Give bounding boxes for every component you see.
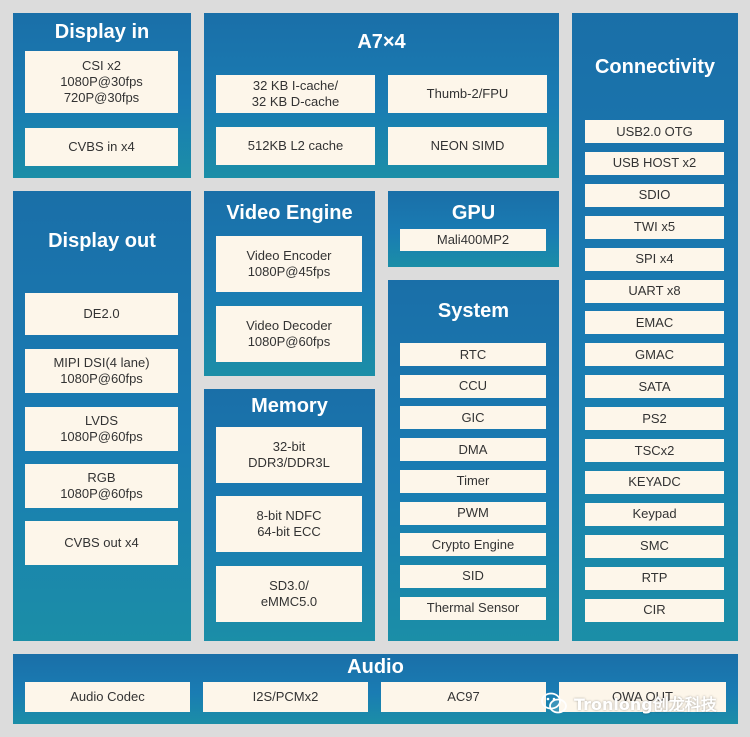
connectivity-item: USB2.0 OTG — [585, 120, 724, 143]
connectivity-item: SDIO — [585, 183, 724, 207]
gpu-title: GPU — [451, 202, 496, 224]
cpu-block: A7×4 32 KB I-cache/ 32 KB D-cache Thumb-… — [204, 13, 559, 178]
connectivity-item: TWI x5 — [585, 215, 724, 239]
connectivity-item: EMAC — [585, 311, 724, 335]
connectivity-title: Connectivity — [594, 56, 716, 78]
video-engine-title: Video Engine — [226, 202, 353, 224]
watermark-text: Tronlong创龙科技 — [574, 695, 717, 714]
memory-item: 8-bit NDFC 64-bit ECC — [216, 496, 362, 552]
audio-title: Audio — [347, 656, 404, 678]
gpu-block: GPU Mali400MP2 — [388, 191, 559, 267]
system-item: Timer — [400, 469, 546, 493]
system-title: System — [437, 300, 510, 322]
system-item: RTC — [400, 343, 546, 366]
connectivity-item: SPI x4 — [585, 247, 724, 271]
connectivity-item: CIR — [585, 598, 724, 622]
connectivity-item: PS2 — [585, 407, 724, 431]
audio-block: Audio Audio Codec I2S/PCMx2 AC97 OWA OUT — [13, 654, 738, 724]
system-item: Crypto Engine — [400, 533, 546, 557]
video-engine-item: Video Encoder 1080P@45fps — [216, 236, 362, 292]
cpu-item: 512KB L2 cache — [216, 127, 375, 165]
connectivity-item: GMAC — [585, 343, 724, 367]
display-out-block: Display out DE2.0 MIPI DSI(4 lane) 1080P… — [13, 191, 191, 641]
connectivity-item: Keypad — [585, 502, 724, 526]
connectivity-item: RTP — [585, 566, 724, 590]
connectivity-block: Connectivity USB2.0 OTG USB HOST x2 SDIO TW… — [572, 13, 738, 641]
connectivity-item: USB HOST x2 — [585, 151, 724, 175]
memory-block: Memory 32-bit DDR3/DDR3L 8-bit NDFC 64-b… — [204, 389, 375, 641]
cpu-item: 32 KB I-cache/ 32 KB D-cache — [216, 75, 375, 113]
connectivity-item: KEYADC — [585, 470, 724, 494]
connectivity-item: UART x8 — [585, 279, 724, 303]
display-in-block: Display in CSI x2 1080P@30fps 720P@30fps… — [13, 13, 191, 178]
connectivity-item: TSCx2 — [585, 439, 724, 462]
audio-item: Audio Codec — [25, 682, 190, 712]
wechat-icon — [541, 692, 567, 714]
display-in-item: CVBS in x4 — [25, 128, 178, 166]
display-in-item: CSI x2 1080P@30fps 720P@30fps — [25, 51, 178, 113]
display-out-item: DE2.0 — [25, 293, 178, 335]
connectivity-item: SMC — [585, 534, 724, 558]
audio-item: AC97 — [381, 682, 546, 712]
display-out-item: CVBS out x4 — [25, 521, 178, 565]
system-item: SID — [400, 564, 546, 588]
display-out-item: RGB 1080P@60fps — [25, 464, 178, 508]
system-item: Thermal Sensor — [400, 596, 546, 620]
system-item: DMA — [400, 438, 546, 462]
cpu-item: NEON SIMD — [388, 127, 547, 165]
display-out-item: MIPI DSI(4 lane) 1080P@60fps — [25, 349, 178, 393]
cpu-title: A7×4 — [357, 31, 406, 53]
audio-item: OWA OUT — [559, 682, 726, 712]
memory-item: SD3.0/ eMMC5.0 — [216, 566, 362, 622]
display-out-item: LVDS 1080P@60fps — [25, 407, 178, 451]
connectivity-item: SATA — [585, 375, 724, 399]
system-item: PWM — [400, 501, 546, 525]
system-item: CCU — [400, 374, 546, 398]
video-engine-item: Video Decoder 1080P@60fps — [216, 306, 362, 362]
audio-item: I2S/PCMx2 — [203, 682, 368, 712]
memory-item: 32-bit DDR3/DDR3L — [216, 427, 362, 483]
display-in-title: Display in — [54, 21, 150, 43]
memory-title: Memory — [251, 395, 328, 417]
display-out-title: Display out — [48, 230, 156, 252]
watermark: Tronlong创龙科技 — [540, 688, 740, 718]
video-engine-block: Video Engine Video Encoder 1080P@45fps V… — [204, 191, 375, 376]
cpu-item: Thumb-2/FPU — [388, 75, 547, 113]
gpu-item: Mali400MP2 — [400, 229, 546, 251]
system-item: GIC — [400, 406, 546, 430]
